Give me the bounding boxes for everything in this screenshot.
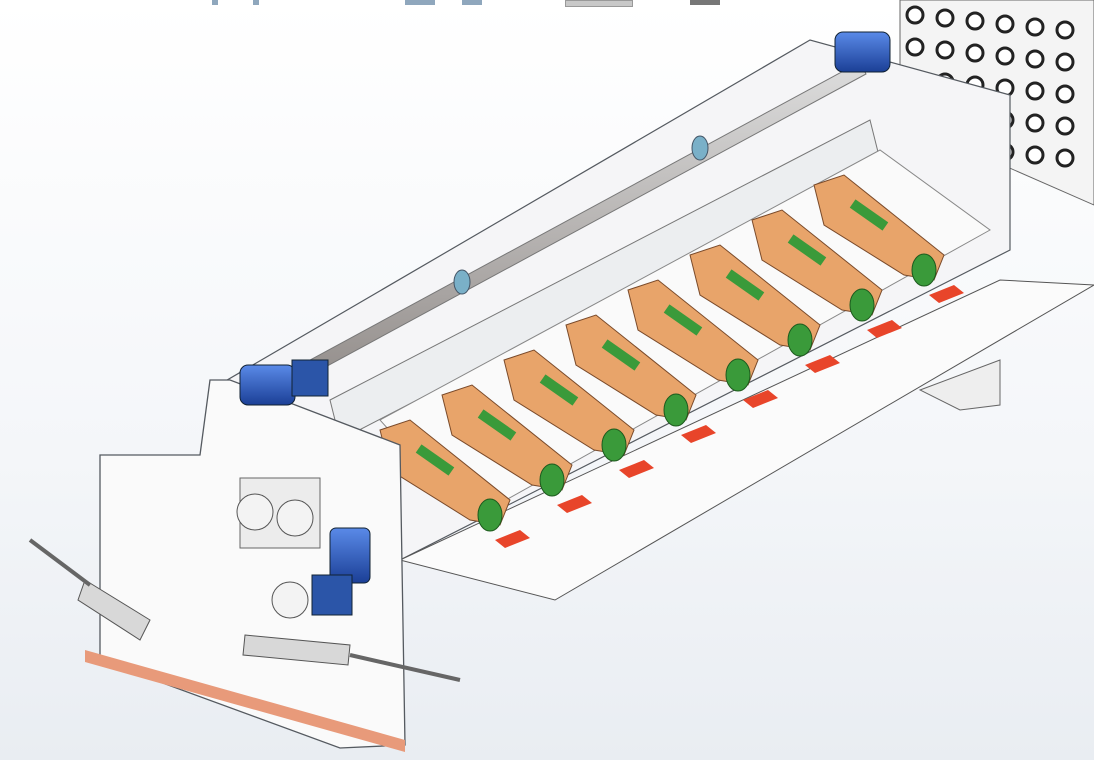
folding-arm	[689, 244, 821, 357]
section-view-icon[interactable]	[405, 0, 435, 5]
pulley	[236, 493, 274, 531]
belt-pulley	[911, 253, 937, 287]
product-pad	[743, 390, 778, 408]
scene-icon[interactable]	[690, 0, 720, 5]
knob-icon[interactable]	[965, 11, 985, 31]
belt-pulley	[725, 358, 751, 392]
product-pad	[557, 495, 592, 513]
knob-icon[interactable]	[1025, 49, 1045, 69]
folding-arm	[503, 349, 635, 462]
gear-motor-left	[239, 359, 329, 406]
folding-arm	[441, 384, 573, 497]
cad-toolbar-fragment[interactable]	[0, 0, 1094, 7]
belt-pulley	[849, 288, 875, 322]
folding-arm	[565, 314, 697, 427]
base-pads	[85, 650, 405, 752]
pulley	[271, 581, 309, 619]
belt-pulley	[601, 428, 627, 462]
arm-belt	[539, 374, 579, 406]
knob-icon[interactable]	[1055, 148, 1075, 168]
knob-icon[interactable]	[995, 46, 1015, 66]
product-pad	[805, 355, 840, 373]
arm-belt	[477, 409, 517, 441]
folding-arm	[751, 209, 883, 322]
knob-icon[interactable]	[965, 43, 985, 63]
product-pad	[619, 460, 654, 478]
shaft-bearing	[691, 135, 709, 161]
knob-icon[interactable]	[1055, 116, 1075, 136]
folding-arm	[813, 174, 945, 287]
knob-icon[interactable]	[1025, 113, 1045, 133]
folding-arm	[627, 279, 759, 392]
knob-icon[interactable]	[1055, 84, 1075, 104]
arm-belt	[787, 234, 827, 266]
view-orientation-icon[interactable]	[212, 0, 218, 5]
product-pad	[929, 285, 964, 303]
knob-icon[interactable]	[1025, 145, 1045, 165]
knob-icon[interactable]	[905, 5, 925, 25]
belt-pulley	[477, 498, 503, 532]
knob-icon[interactable]	[1055, 20, 1075, 40]
knob-icon[interactable]	[905, 37, 925, 57]
product-pad	[867, 320, 902, 338]
arm-belt	[601, 339, 641, 371]
folding-arm	[379, 419, 511, 532]
arm-belt	[415, 444, 455, 476]
arm-belt	[725, 269, 765, 301]
rear-foot	[918, 359, 1001, 411]
pulley	[276, 499, 314, 537]
belt-pulley	[787, 323, 813, 357]
shaft-bearing	[453, 269, 471, 295]
conveyor-tray	[398, 279, 1094, 601]
arm-belt	[663, 304, 703, 336]
knob-icon[interactable]	[935, 40, 955, 60]
knob-icon[interactable]	[1025, 81, 1045, 101]
product-pad	[681, 425, 716, 443]
knob-icon[interactable]	[1055, 52, 1075, 72]
arm-belt	[849, 199, 889, 231]
hide-show-icon[interactable]	[462, 0, 482, 5]
gear-motor-top	[834, 31, 891, 73]
gear-motor-front	[311, 527, 371, 616]
display-style-icon[interactable]	[253, 0, 259, 5]
knob-icon[interactable]	[995, 14, 1015, 34]
knob-icon[interactable]	[935, 8, 955, 28]
belt-pulley	[539, 463, 565, 497]
pneumatic-cylinder	[28, 538, 461, 682]
product-pad	[495, 530, 530, 548]
knob-icon[interactable]	[1025, 17, 1045, 37]
belt-pulley	[663, 393, 689, 427]
appearance-icon[interactable]	[565, 0, 633, 7]
